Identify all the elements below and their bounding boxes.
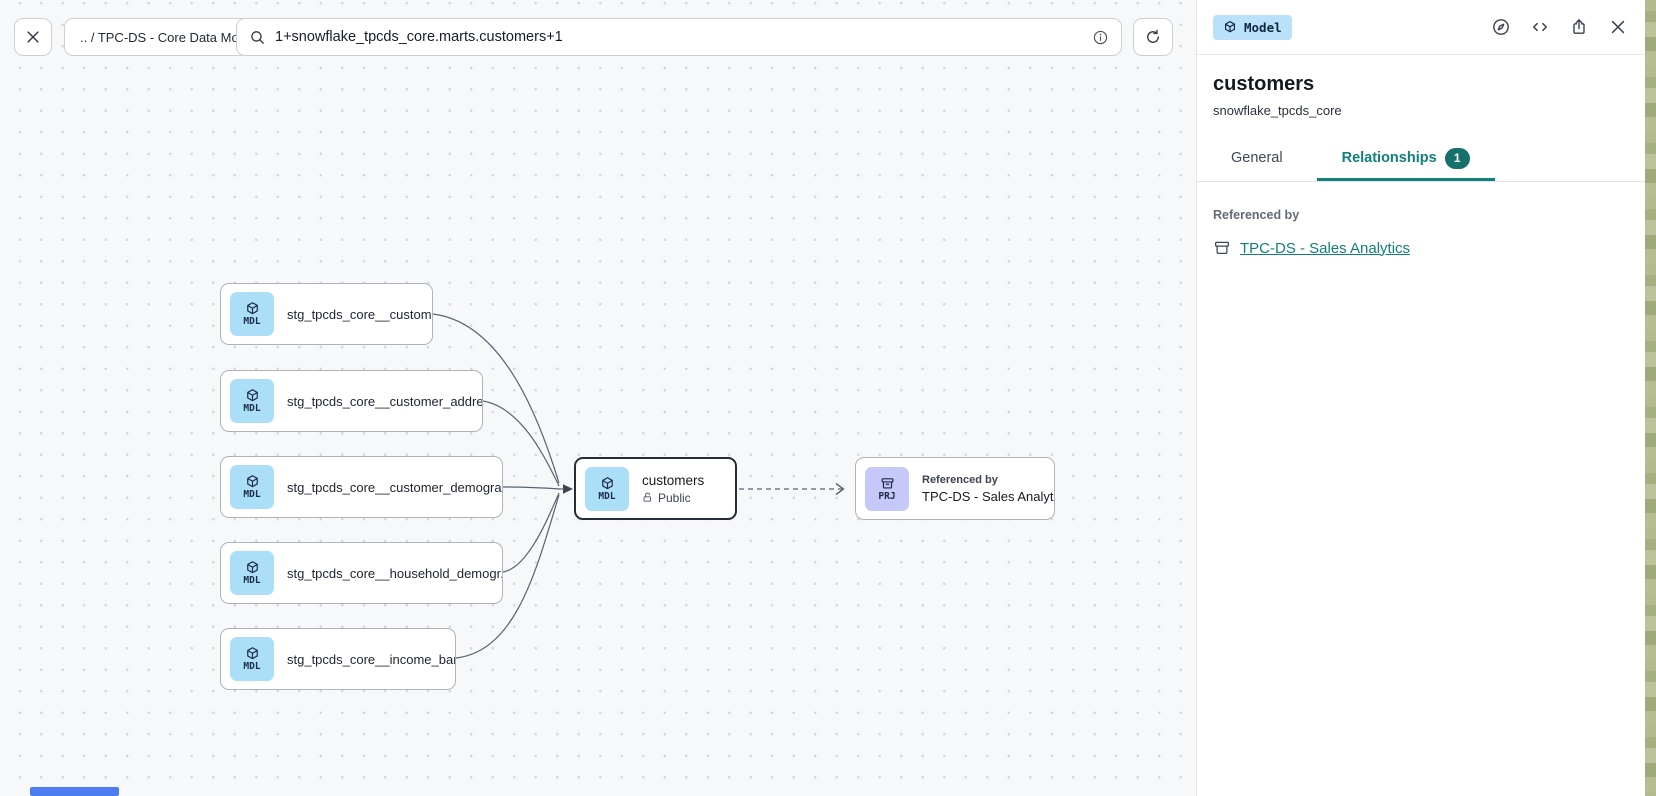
archive-icon <box>1213 239 1231 257</box>
refresh-icon <box>1144 28 1162 46</box>
info-icon[interactable] <box>1092 29 1109 46</box>
panel-subtitle: snowflake_tpcds_core <box>1213 103 1629 118</box>
search-input[interactable] <box>275 29 1083 45</box>
node-type-label: MDL <box>243 404 260 414</box>
cube-icon <box>1223 20 1237 34</box>
tab-relationships-label: Relationships <box>1342 150 1437 166</box>
archive-icon: PRJ <box>865 467 909 511</box>
search-icon <box>249 29 266 46</box>
node-stg-household-demographics[interactable]: MDL stg_tpcds_core__household_demogr... <box>220 542 503 604</box>
reference-link[interactable]: TPC-DS - Sales Analytics <box>1240 240 1410 257</box>
cube-icon: MDL <box>230 465 274 509</box>
relationships-content: Referenced by TPC-DS - Sales Analytics <box>1197 182 1645 283</box>
explore-lineage-button[interactable] <box>1488 14 1514 40</box>
reference-row: TPC-DS - Sales Analytics <box>1213 239 1629 257</box>
node-label: stg_tpcds_core__customer_address <box>287 394 483 409</box>
cube-icon: MDL <box>585 467 629 511</box>
tab-relationships[interactable]: Relationships 1 <box>1317 138 1495 181</box>
node-label: TPC-DS - Sales Analytics <box>922 489 1055 504</box>
bottom-blue-bar <box>30 787 119 796</box>
model-type-badge: Model <box>1213 15 1292 40</box>
share-button[interactable] <box>1566 14 1592 40</box>
tab-general-label: General <box>1231 150 1283 166</box>
node-type-label: PRJ <box>878 492 895 502</box>
node-label: stg_tpcds_core__household_demogr... <box>287 566 503 581</box>
unlock-icon <box>642 492 653 503</box>
refresh-button[interactable] <box>1133 18 1173 56</box>
node-label: stg_tpcds_core__customer_demogra... <box>287 480 503 495</box>
tab-general[interactable]: General <box>1206 138 1308 181</box>
close-panel-button[interactable] <box>1605 14 1631 40</box>
desktop-wallpaper-sliver <box>1645 0 1656 796</box>
page-title: customers <box>1213 73 1629 96</box>
close-icon <box>1608 17 1628 37</box>
type-badge-label: Model <box>1244 20 1282 35</box>
view-code-button[interactable] <box>1527 14 1553 40</box>
node-type-label: MDL <box>243 490 260 500</box>
node-label: stg_tpcds_core__customer <box>287 307 433 322</box>
node-kicker: Referenced by <box>922 474 1055 486</box>
cube-icon: MDL <box>230 551 274 595</box>
code-icon <box>1530 17 1550 37</box>
relationships-count-badge: 1 <box>1445 148 1470 169</box>
node-customers[interactable]: MDL customers Public <box>574 457 737 520</box>
node-stg-customer-address[interactable]: MDL stg_tpcds_core__customer_address <box>220 370 483 432</box>
lineage-search-box[interactable] <box>236 18 1122 56</box>
node-label: stg_tpcds_core__income_band <box>287 652 456 667</box>
lineage-canvas[interactable]: MDL stg_tpcds_core__customer MDL stg_tpc… <box>0 0 1196 796</box>
panel-tabs: General Relationships 1 <box>1197 138 1645 182</box>
node-type-label: MDL <box>243 576 260 586</box>
node-stg-customer[interactable]: MDL stg_tpcds_core__customer <box>220 283 433 345</box>
node-visibility: Public <box>658 491 691 505</box>
share-icon <box>1569 17 1589 37</box>
close-lineage-button[interactable] <box>14 18 52 56</box>
node-label: customers <box>642 473 704 488</box>
node-type-label: MDL <box>243 662 260 672</box>
panel-title-block: customers snowflake_tpcds_core <box>1197 55 1645 138</box>
cube-icon: MDL <box>230 379 274 423</box>
compass-icon <box>1491 17 1511 37</box>
node-type-label: MDL <box>243 317 260 327</box>
referenced-by-label: Referenced by <box>1213 208 1629 222</box>
cube-icon: MDL <box>230 292 274 336</box>
details-panel: Model customers snowflake_tpcds_core <box>1196 0 1645 796</box>
node-stg-income-band[interactable]: MDL stg_tpcds_core__income_band <box>220 628 456 690</box>
node-referenced-project[interactable]: PRJ Referenced by TPC-DS - Sales Analyti… <box>855 457 1055 520</box>
node-type-label: MDL <box>598 492 615 502</box>
node-stg-customer-demographics[interactable]: MDL stg_tpcds_core__customer_demogra... <box>220 456 503 518</box>
cube-icon: MDL <box>230 637 274 681</box>
lineage-edges <box>0 0 1196 796</box>
panel-header: Model <box>1197 0 1645 55</box>
close-icon <box>24 28 42 46</box>
